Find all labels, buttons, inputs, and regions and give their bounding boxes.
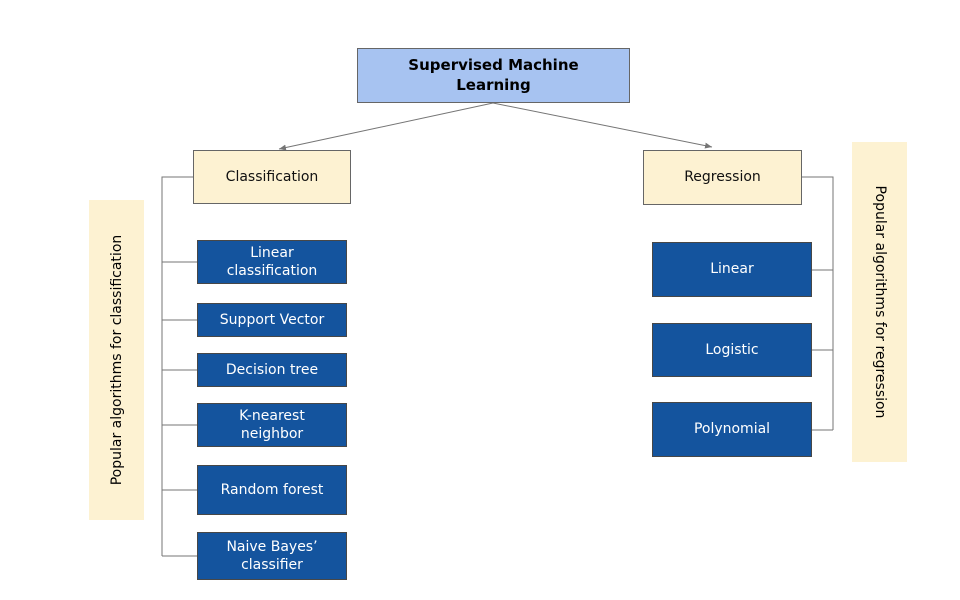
node-supervised-machine-learning: Supervised Machine Learning xyxy=(357,48,630,103)
node-linear-regression: Linear xyxy=(652,242,812,297)
side-label-classification-text: Popular algorithms for classification xyxy=(108,234,125,486)
side-label-regression-text: Popular algorithms for regression xyxy=(871,185,888,419)
edge-root-to-regression xyxy=(492,102,713,149)
node-linear-classification: Linear classification xyxy=(197,240,347,284)
node-polynomial-regression: Polynomial xyxy=(652,402,812,457)
node-classification: Classification xyxy=(193,150,351,204)
node-naive-bayes-classifier: Naive Bayes’ classifier xyxy=(197,532,347,580)
edge-root-to-classification xyxy=(278,102,494,151)
node-support-vector: Support Vector xyxy=(197,303,347,337)
bracket-classification-stubs xyxy=(162,261,197,557)
node-k-nearest-neighbor: K-nearest neighbor xyxy=(197,403,347,447)
side-label-classification: Popular algorithms for classification xyxy=(89,200,144,520)
node-regression: Regression xyxy=(643,150,802,205)
bracket-classification xyxy=(161,176,193,556)
bracket-regression xyxy=(802,176,834,430)
node-decision-tree: Decision tree xyxy=(197,353,347,387)
node-random-forest: Random forest xyxy=(197,465,347,515)
bracket-regression-stubs xyxy=(812,269,833,431)
side-label-regression: Popular algorithms for regression xyxy=(852,142,907,462)
node-logistic-regression: Logistic xyxy=(652,323,812,377)
